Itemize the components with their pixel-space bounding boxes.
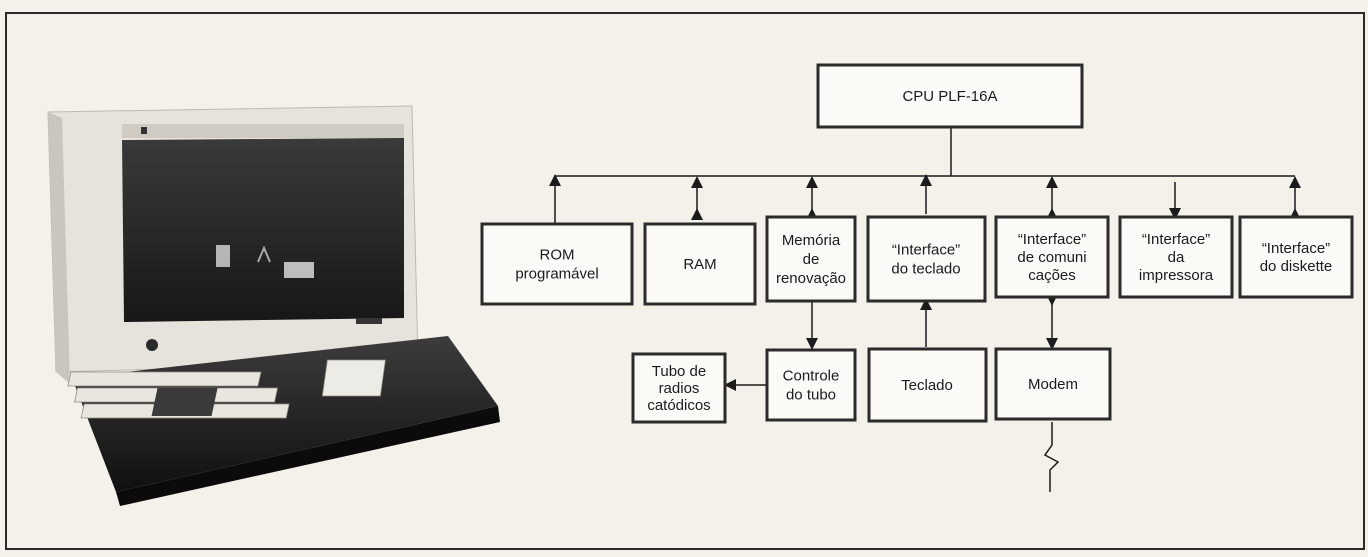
memoria-label-line: de xyxy=(803,251,820,268)
teclado-label-line: Teclado xyxy=(901,377,953,394)
rom-label-line: programável xyxy=(515,266,598,283)
tubo-label-line: Tubo de xyxy=(652,363,707,380)
ram-block xyxy=(643,222,757,306)
controle-tubo-label-line: Controle xyxy=(783,368,840,385)
iface-comunicacoes-block xyxy=(994,215,1110,299)
iface-comunicacoes-label-line: “Interface” xyxy=(1018,231,1086,248)
memoria-label-line: Memória xyxy=(782,232,841,249)
iface-diskette-label-line: do diskette xyxy=(1260,258,1333,275)
teclado-block xyxy=(867,347,988,423)
controle-tubo-label-line: do tubo xyxy=(786,387,836,404)
iface-comunicacoes-label-line: cações xyxy=(1028,267,1076,284)
phone-line xyxy=(1043,422,1060,492)
iface-impressora-label-line: impressora xyxy=(1139,267,1214,284)
iface-impressora-block xyxy=(1118,215,1234,299)
cpu-label-line: CPU PLF-16A xyxy=(902,88,997,105)
iface-impressora-label-line: “Interface” xyxy=(1142,231,1210,248)
iface-comunicacoes-label-line: de comuni xyxy=(1017,249,1086,266)
iface-diskette-label-line: “Interface” xyxy=(1262,240,1330,257)
iface-teclado-block xyxy=(866,215,987,303)
modem-block xyxy=(994,347,1112,421)
figure-frame xyxy=(5,12,1365,550)
iface-impressora-label-line: da xyxy=(1168,249,1185,266)
tubo-label-line: radios xyxy=(659,380,700,397)
rom-block xyxy=(480,222,634,306)
ram-label-line: RAM xyxy=(683,256,716,273)
tubo-block xyxy=(631,352,727,424)
controle-tubo-block xyxy=(765,348,857,422)
rom-label-line: ROM xyxy=(540,247,575,264)
iface-teclado-label-line: “Interface” xyxy=(892,242,960,259)
iface-teclado-label-line: do teclado xyxy=(891,261,960,278)
memoria-label-line: renovação xyxy=(776,270,846,287)
cpu-block xyxy=(816,63,1084,129)
memoria-block xyxy=(765,215,857,303)
tubo-label-line: catódicos xyxy=(647,397,710,414)
modem-label-line: Modem xyxy=(1028,376,1078,393)
iface-diskette-block xyxy=(1238,215,1354,299)
